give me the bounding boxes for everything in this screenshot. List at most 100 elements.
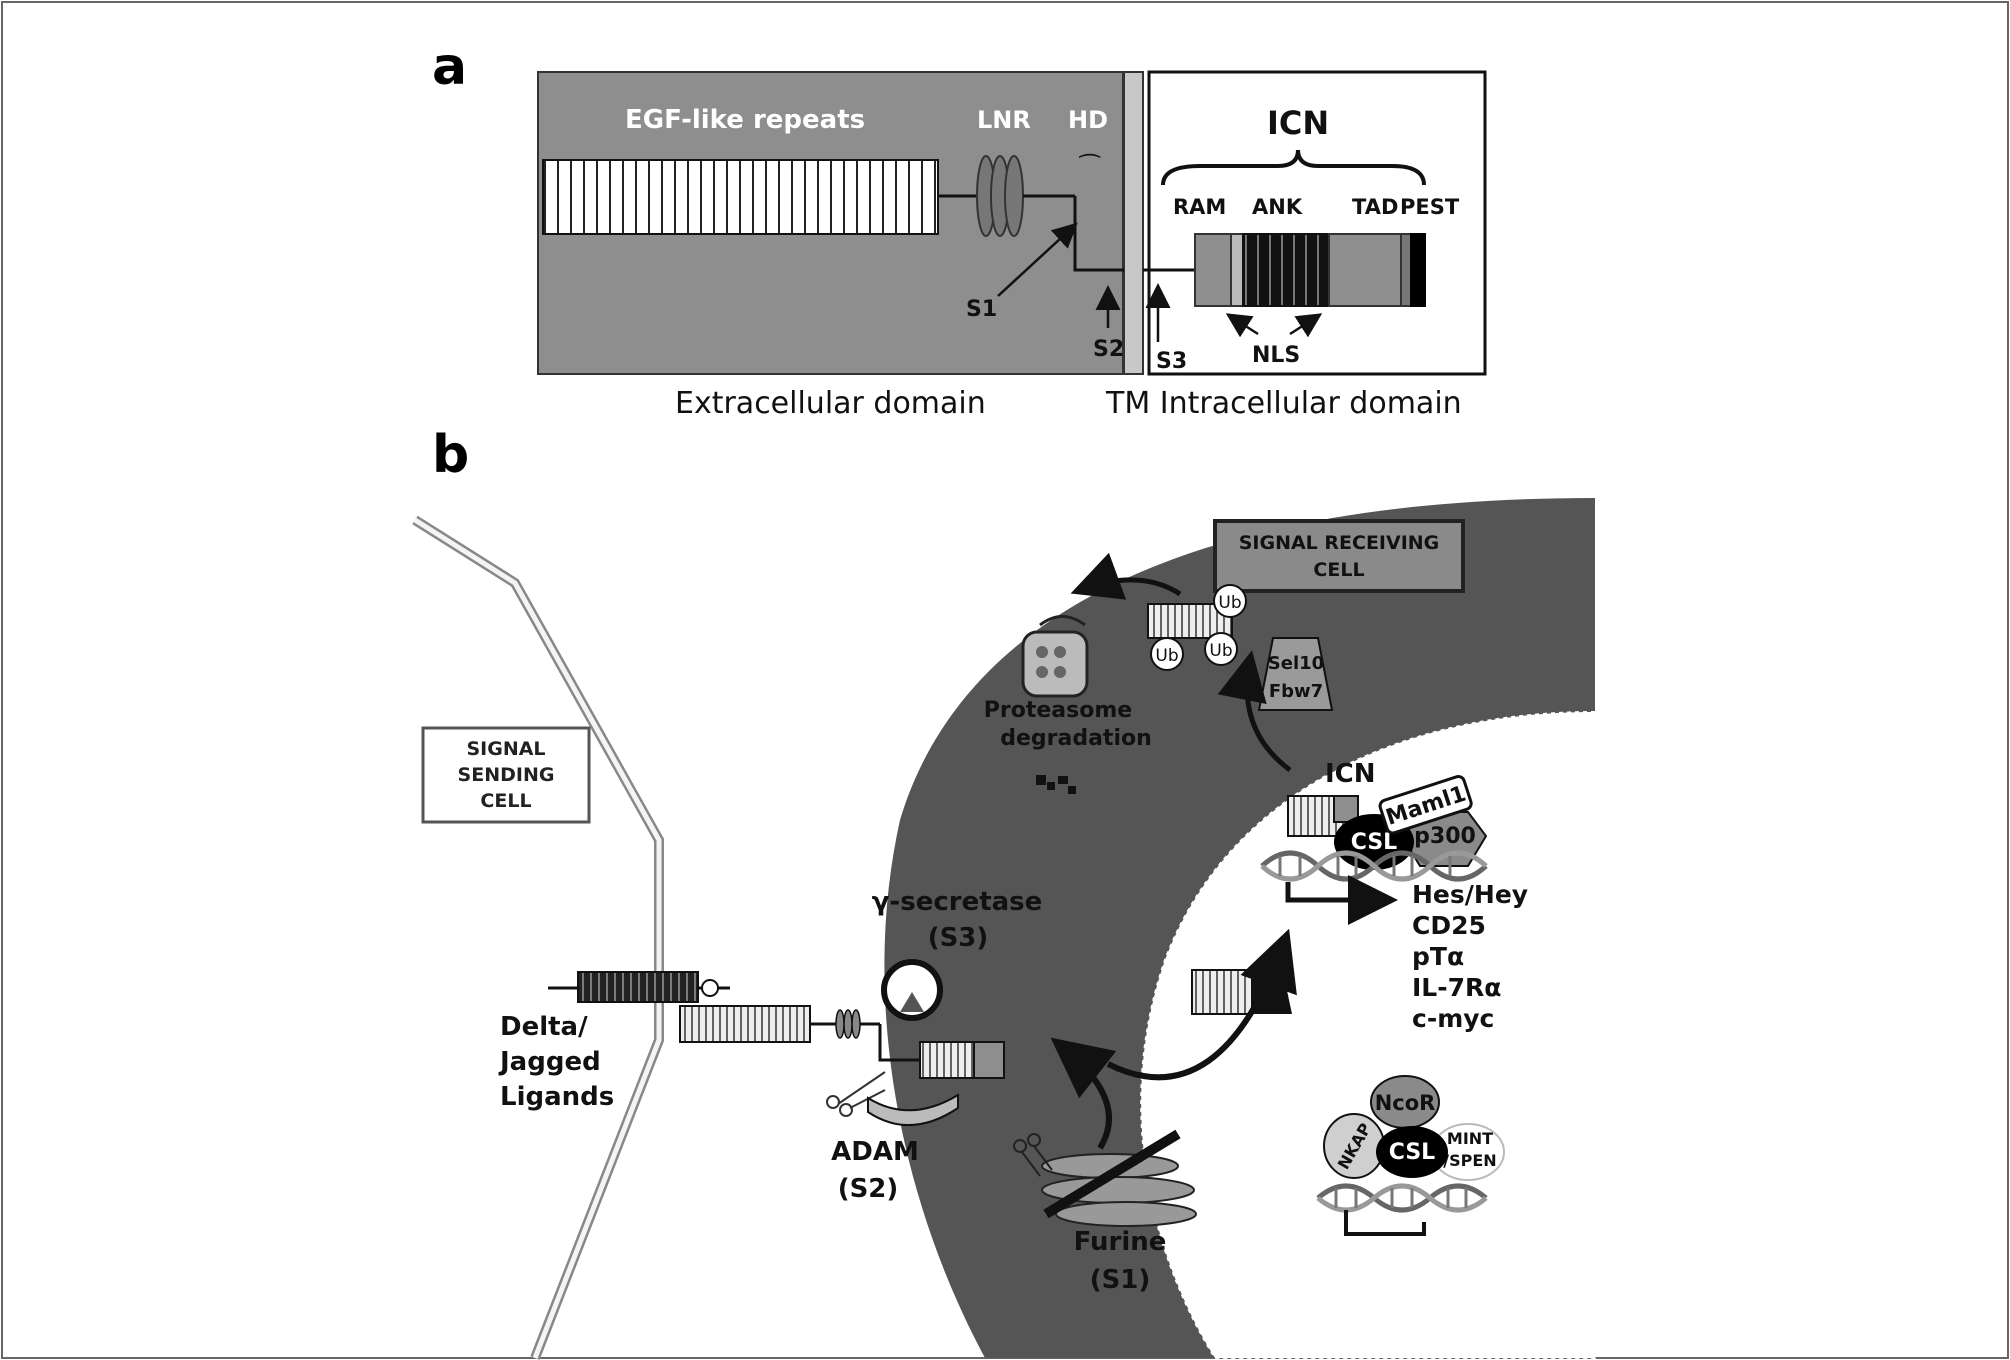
mint-label-2: /SPEN — [1443, 1151, 1496, 1170]
ub-tag: Ub — [1204, 632, 1238, 666]
adam-protease — [867, 1093, 959, 1127]
furin-scissors-icon — [1013, 1133, 1053, 1177]
delta-label-2: Jagged — [498, 1047, 601, 1077]
csl-repressor — [1376, 1126, 1448, 1178]
delta-label-3: Ligands — [500, 1082, 614, 1112]
adam-label-1: ADAM — [831, 1137, 919, 1167]
egf-label: EGF-like repeats — [625, 105, 865, 135]
sel10-label: Sel10 — [1268, 653, 1324, 674]
notch-tm — [878, 1024, 920, 1062]
s2-label: S2 — [1093, 337, 1124, 362]
s1-arrow — [997, 222, 1078, 297]
s3-label: S3 — [1156, 349, 1187, 374]
nls-arrow-right — [1289, 313, 1323, 338]
lnr-repeat — [1004, 155, 1024, 237]
pest-domain — [1410, 233, 1426, 307]
nuclear-icn-tail — [1333, 795, 1359, 823]
golgi-icon — [1041, 1129, 1197, 1227]
receiving-cell-label-1: SIGNAL RECEIVING — [1239, 532, 1440, 554]
hd-to-tm-linker — [1073, 196, 1124, 272]
repressed-gene-dna — [1316, 1183, 1488, 1213]
tad-pest-linker — [1400, 233, 1412, 307]
degradation-arrow — [1070, 552, 1182, 600]
nuclear-import-arrow — [1106, 928, 1297, 1081]
s1-label: S1 — [966, 297, 997, 322]
transcription-arrow — [1285, 875, 1398, 925]
notch-lnr — [851, 1009, 861, 1039]
icn-brace — [1161, 149, 1426, 186]
nuclear-icn-label: ICN — [1325, 759, 1376, 789]
furine-label-1: Furine — [1074, 1227, 1167, 1257]
sending-cell-label-1: SIGNAL — [466, 738, 545, 760]
target-gene-dna — [1260, 850, 1488, 882]
receiving-cell-label-2: CELL — [1313, 559, 1364, 581]
sending-cell-label-2: SENDING — [458, 764, 555, 786]
intracellular-caption: TM Intracellular domain — [1105, 386, 1462, 421]
gamma-secretase-icon — [881, 959, 943, 1021]
ligand-tip — [701, 979, 719, 997]
gamma-secretase-label-2: (S3) — [928, 923, 989, 953]
transmembrane-strip — [1123, 71, 1144, 375]
hd-brace: ⁀ — [1078, 153, 1101, 182]
ncor-label: NcoR — [1375, 1091, 1436, 1115]
ub-tag: Ub — [1150, 637, 1184, 671]
gamma-secretase-label-1: γ-secretase — [872, 887, 1043, 917]
nls-arrow-left — [1225, 313, 1259, 338]
ub-tag: Ub — [1213, 584, 1247, 618]
panel-b-label: b — [432, 425, 469, 485]
svg-text:Ub: Ub — [1218, 593, 1241, 613]
icn-label: ICN — [1267, 104, 1329, 142]
nls-label: NLS — [1252, 343, 1300, 368]
furine-label-2: (S1) — [1090, 1265, 1151, 1295]
delta-label-1: Delta/ — [500, 1012, 588, 1042]
furin-to-membrane-arrow — [1050, 1037, 1117, 1150]
sending-cell-membrane-inner — [413, 517, 662, 1359]
panel-a-label: a — [432, 37, 467, 97]
tad-domain — [1328, 233, 1402, 307]
mint-label-1: MINT — [1447, 1129, 1493, 1148]
receiving-cell-box — [1213, 519, 1465, 593]
delta-jagged-ligand — [577, 971, 699, 1003]
ank-repeats — [1242, 233, 1330, 307]
egf-repeats — [542, 159, 939, 235]
ram-label: RAM — [1173, 195, 1226, 219]
csl-repressor-label: CSL — [1389, 1140, 1435, 1165]
notch-icd-tail — [973, 1041, 1005, 1079]
proteasome-label-2: degradation — [1000, 726, 1152, 751]
adam-label-2: (S2) — [838, 1174, 899, 1204]
notch-lnr — [843, 1009, 853, 1039]
ram-domain — [1194, 233, 1232, 307]
hd-label: HD — [1068, 106, 1108, 134]
ram-ank-linker — [1230, 233, 1244, 307]
translocating-icn — [1191, 969, 1253, 1015]
panel-a: a EGF-like repeats LNR HD ⁀ S1 S2 S3 ICN… — [432, 37, 1487, 421]
target-gene-label: Hes/Hey — [1412, 880, 1528, 909]
lnr-label: LNR — [977, 106, 1031, 134]
repression-bracket — [1344, 1210, 1426, 1236]
intracellular-region — [1147, 70, 1487, 376]
csl-label: CSL — [1351, 830, 1397, 855]
svg-text:Ub: Ub — [1209, 641, 1232, 661]
pest-label: PEST — [1400, 195, 1460, 219]
proteasome-label-1: Proteasome — [984, 698, 1132, 723]
icn-export-arrow — [1217, 650, 1292, 773]
degraded-fragments-icon — [1036, 775, 1076, 794]
notch-lnr — [835, 1009, 845, 1039]
notch-icd — [919, 1041, 975, 1079]
sending-cell-label-3: CELL — [480, 790, 531, 812]
tad-label: TAD — [1352, 195, 1398, 219]
target-gene-label: IL-7Rα — [1412, 973, 1501, 1002]
ank-label: ANK — [1252, 195, 1303, 219]
svg-text:Ub: Ub — [1155, 646, 1178, 666]
fbw7-label: Fbw7 — [1269, 681, 1323, 702]
target-gene-label: pTα — [1412, 942, 1464, 971]
target-gene-label: CD25 — [1412, 911, 1486, 940]
sending-cell-box — [421, 726, 591, 824]
panel-b: b SIGNAL SENDING CELL SIGNAL RECEIVING C… — [412, 425, 1596, 1360]
notch-ecd — [679, 1005, 811, 1043]
p300-label: p300 — [1414, 824, 1476, 849]
target-gene-label: c-myc — [1412, 1004, 1494, 1033]
extracellular-caption: Extracellular domain — [675, 386, 986, 421]
proteasome-icon — [1021, 615, 1089, 698]
